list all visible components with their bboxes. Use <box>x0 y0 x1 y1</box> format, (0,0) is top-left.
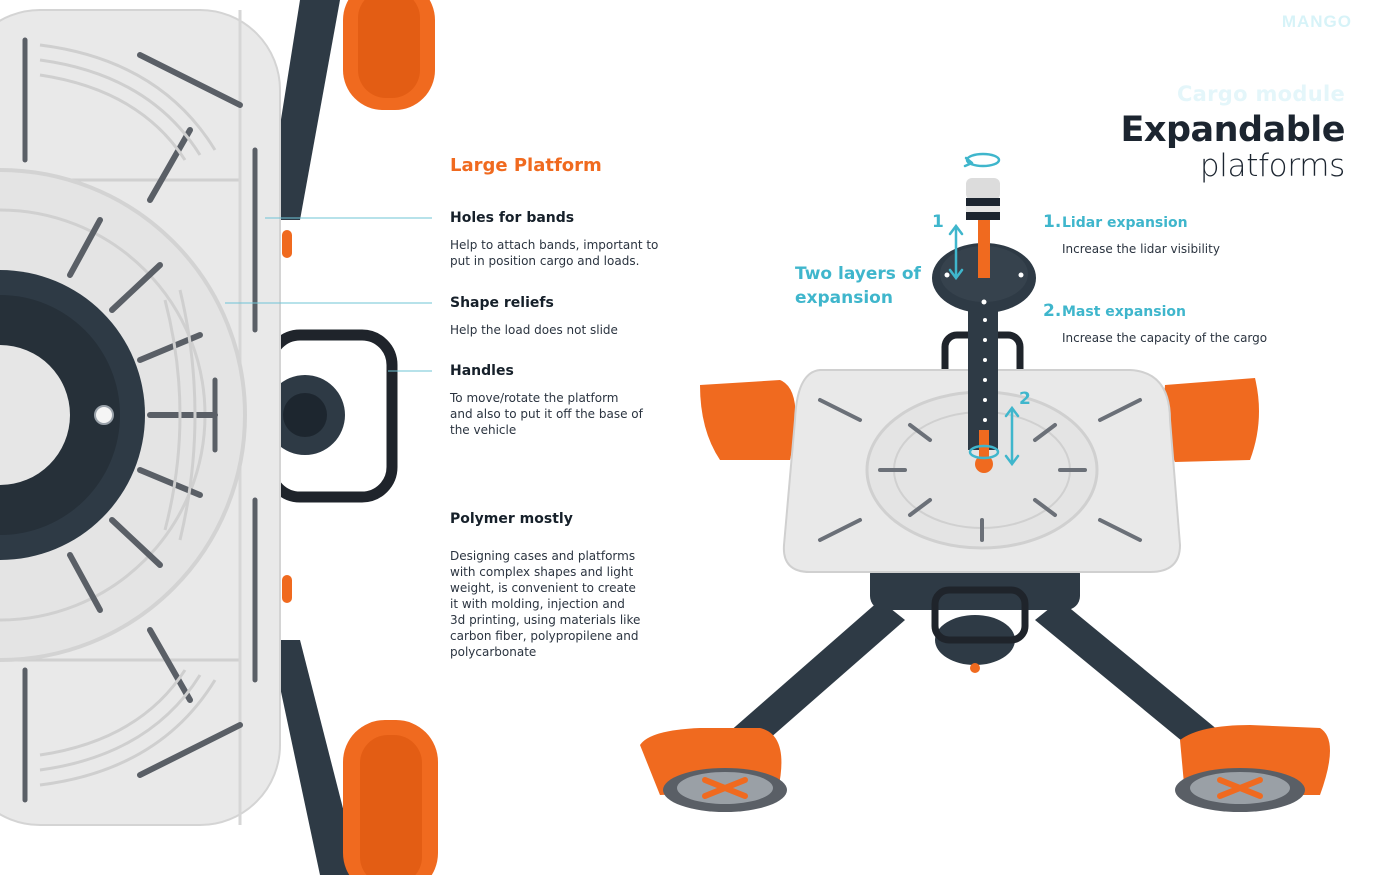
front-right-wheel <box>1175 725 1330 812</box>
shape-reliefs <box>39 43 217 787</box>
feature-text: Help to attach bands, important to put i… <box>450 238 659 268</box>
expansion-number: 2. <box>1043 301 1062 321</box>
platform-top-view-illustration <box>0 0 438 875</box>
side-slots <box>22 37 258 803</box>
front-left-wheel <box>640 728 787 812</box>
feature-text: To move/rotate the platform and also to … <box>450 391 643 437</box>
band-holes <box>67 52 243 778</box>
header-kicker: Cargo module <box>1176 82 1345 106</box>
vehicle-legs <box>720 600 1230 760</box>
lidar-plate <box>932 220 1036 313</box>
expansion-item-text: Increase the lidar visibility <box>1062 242 1220 256</box>
feature-title: Polymer mostly <box>450 511 573 527</box>
marker-2: 2 <box>1019 389 1031 409</box>
feature-text: Help the load does not slide <box>450 323 618 337</box>
expansion-title: Two layers of expansion <box>795 264 921 308</box>
callout-lines <box>225 217 432 372</box>
expansion-item-title: Lidar expansion <box>1062 215 1188 231</box>
rear-right-wheel <box>1163 378 1259 462</box>
expansion-item-title: Mast expansion <box>1062 304 1186 320</box>
section-title: Large Platform <box>450 155 602 176</box>
feature-text: Designing cases and platforms with compl… <box>450 549 641 659</box>
expansion-number: 1. <box>1043 212 1062 232</box>
feature-title: Handles <box>450 363 514 379</box>
expansion-item-text: Increase the capacity of the cargo <box>1062 331 1268 345</box>
marker-1: 1 <box>932 212 944 232</box>
page-subtitle: platforms <box>1199 148 1345 184</box>
page-title: Expandable <box>1120 110 1345 150</box>
lidar-sensor <box>966 178 1000 220</box>
lower-wheel-leg <box>270 640 438 875</box>
upper-wheel-leg <box>265 0 435 220</box>
annotation-arrows <box>948 152 1020 467</box>
feature-title: Shape reliefs <box>450 295 554 311</box>
brand-logo: MANGO <box>1281 12 1352 31</box>
feature-title: Holes for bands <box>450 210 575 226</box>
rear-left-wheel <box>700 380 796 460</box>
platform-body <box>0 9 281 826</box>
